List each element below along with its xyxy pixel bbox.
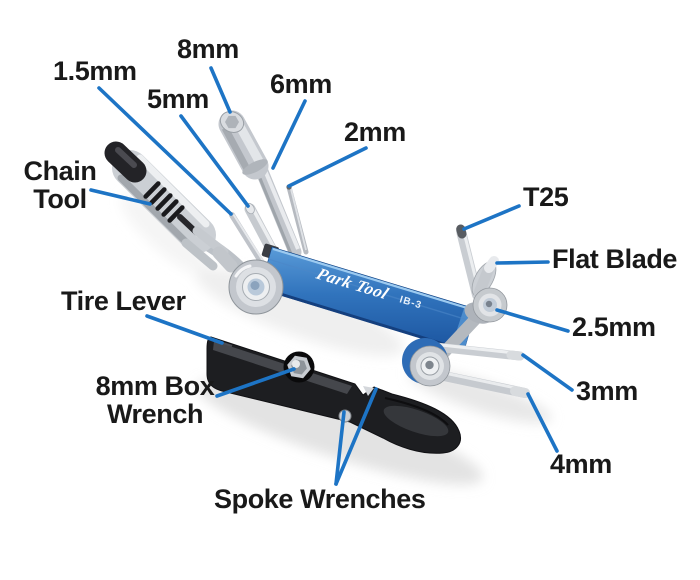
label-2-5mm: 2.5mm [572, 312, 656, 342]
label-2mm: 2mm [344, 117, 406, 147]
callout-line-spoke-b [334, 387, 378, 486]
callout-line-1-5mm [97, 86, 233, 216]
chain-tool [104, 141, 261, 293]
callout-line-4mm [526, 392, 559, 453]
label-5mm: 5mm [147, 84, 209, 114]
label-chain-tool: Chain Tool [23, 156, 97, 214]
callout-line-5mm [179, 114, 250, 208]
tire-lever [206, 336, 461, 454]
label-t25: T25 [523, 182, 569, 212]
label-3mm: 3mm [576, 376, 638, 406]
callout-line-8mm-box [215, 367, 296, 398]
label-tire-lever: Tire Lever [61, 286, 186, 316]
hex-bit-8mm [218, 110, 269, 180]
callout-line-2mm [287, 146, 368, 188]
flat-blade-screwdriver [471, 256, 499, 299]
callout-line-2-5mm [495, 308, 570, 333]
callout-line-tire-lever [145, 314, 224, 345]
label-4mm: 4mm [550, 449, 612, 479]
label-flat-blade: Flat Blade [552, 244, 678, 274]
hex-key-1-5mm [229, 212, 265, 266]
spoke-wrench-notch-b [363, 386, 374, 396]
lower-right-pivot-bolt [402, 338, 451, 387]
callout-line-spoke-a [334, 410, 346, 486]
callout-lines [89, 66, 574, 486]
callout-line-8mm [209, 66, 232, 114]
chain-tool-spring [143, 181, 185, 223]
box-wrench-8mm-hole [283, 351, 315, 383]
hex-key-6mm [254, 162, 302, 259]
label-8mm-box-wrench: 8mm Box Wrench [95, 371, 215, 429]
label-1-5mm: 1.5mm [53, 56, 137, 86]
callout-line-3mm [521, 353, 574, 392]
callout-line-chain-tool [89, 188, 152, 206]
label-spoke-wrenches: Spoke Wrenches [214, 484, 426, 514]
callout-line-6mm [271, 99, 307, 170]
left-pivot-bolt [228, 259, 284, 315]
chain-tool-knob [104, 141, 147, 183]
label-8mm: 8mm [177, 34, 239, 64]
callout-line-flat-blade [495, 260, 550, 265]
callout-line-t25 [462, 204, 521, 231]
label-6mm: 6mm [270, 69, 332, 99]
